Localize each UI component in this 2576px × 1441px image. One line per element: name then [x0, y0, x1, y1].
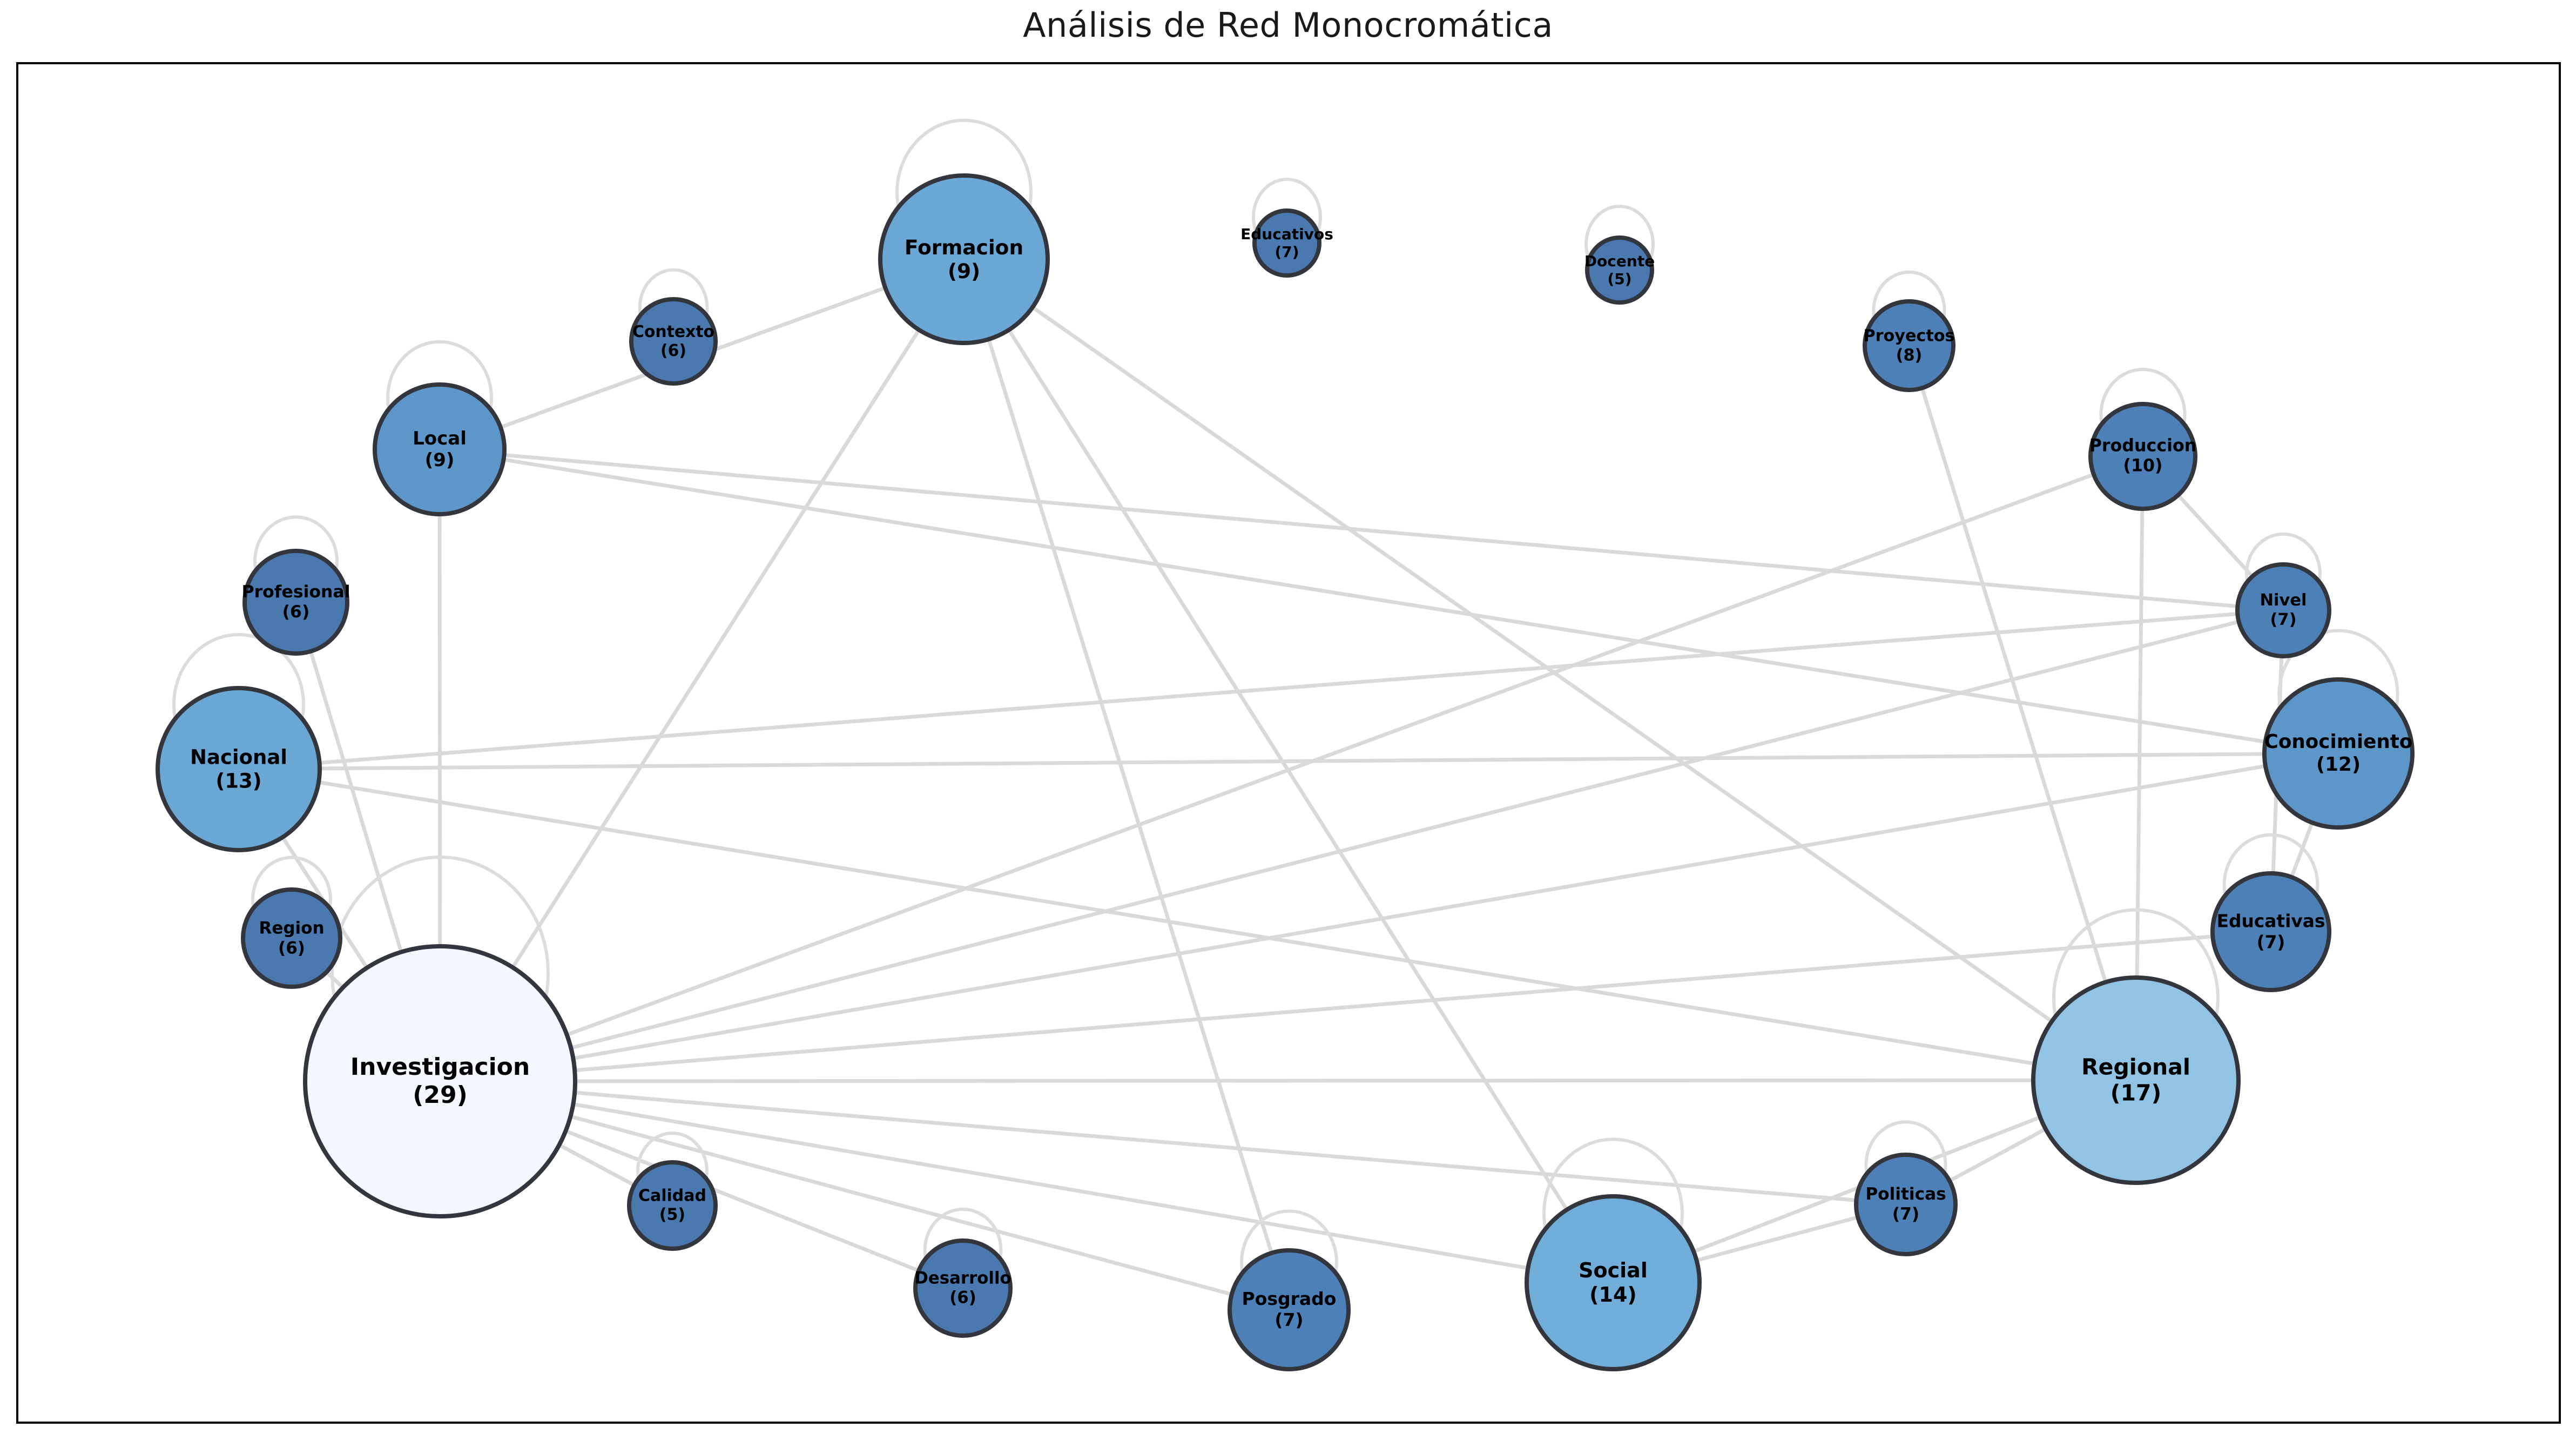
graph-node-proyectos[interactable]	[1863, 299, 1955, 392]
graph-node-social[interactable]	[1525, 1194, 1702, 1371]
graph-edge	[438, 751, 2341, 1083]
graph-node-profesional[interactable]	[242, 549, 349, 656]
graph-edge	[962, 257, 1615, 1285]
graph-edge	[962, 257, 1291, 1312]
graph-node-politicas[interactable]	[1854, 1153, 1958, 1256]
graph-edge	[438, 1079, 1291, 1312]
graph-node-desarrollo[interactable]	[913, 1238, 1013, 1338]
graph-edge	[237, 767, 2138, 1082]
graph-node-region[interactable]	[241, 887, 342, 989]
graph-node-docente[interactable]	[1585, 235, 1654, 305]
graph-edge	[438, 608, 2285, 1083]
graph-node-nacional[interactable]	[156, 686, 322, 852]
graph-edge	[438, 454, 2145, 1083]
graph-edge	[438, 930, 2273, 1083]
graph-node-investigacion[interactable]	[303, 944, 577, 1218]
graph-node-produccion[interactable]	[2088, 402, 2197, 511]
graph-edge	[237, 608, 2285, 771]
graph-node-nivel[interactable]	[2235, 562, 2331, 658]
node-layer	[156, 173, 2415, 1371]
selfloop-layer	[172, 118, 2399, 1315]
graph-node-educativos[interactable]	[1252, 208, 1321, 278]
graph-node-calidad[interactable]	[627, 1160, 718, 1251]
graph-node-posgrado[interactable]	[1228, 1248, 1351, 1371]
graph-node-local[interactable]	[373, 382, 507, 516]
figure-title: Análisis de Red Monocromática	[1023, 5, 1553, 45]
graph-edge	[237, 751, 2341, 771]
graph-edge	[1907, 344, 2138, 1082]
graph-node-regional[interactable]	[2031, 975, 2241, 1185]
graph-node-contexto[interactable]	[629, 297, 718, 386]
graph-edge	[438, 1078, 2138, 1083]
graph-edge	[437, 447, 2285, 612]
graph-node-formacion[interactable]	[878, 173, 1050, 345]
graph-edge	[962, 257, 2138, 1082]
graph-edge	[438, 1079, 1615, 1285]
graph-edge	[438, 1079, 1908, 1207]
graph-node-educativas[interactable]	[2210, 871, 2331, 992]
graph-edge	[438, 257, 966, 1083]
graph-node-conocimiento[interactable]	[2262, 677, 2415, 830]
graph-edge	[437, 447, 2341, 756]
